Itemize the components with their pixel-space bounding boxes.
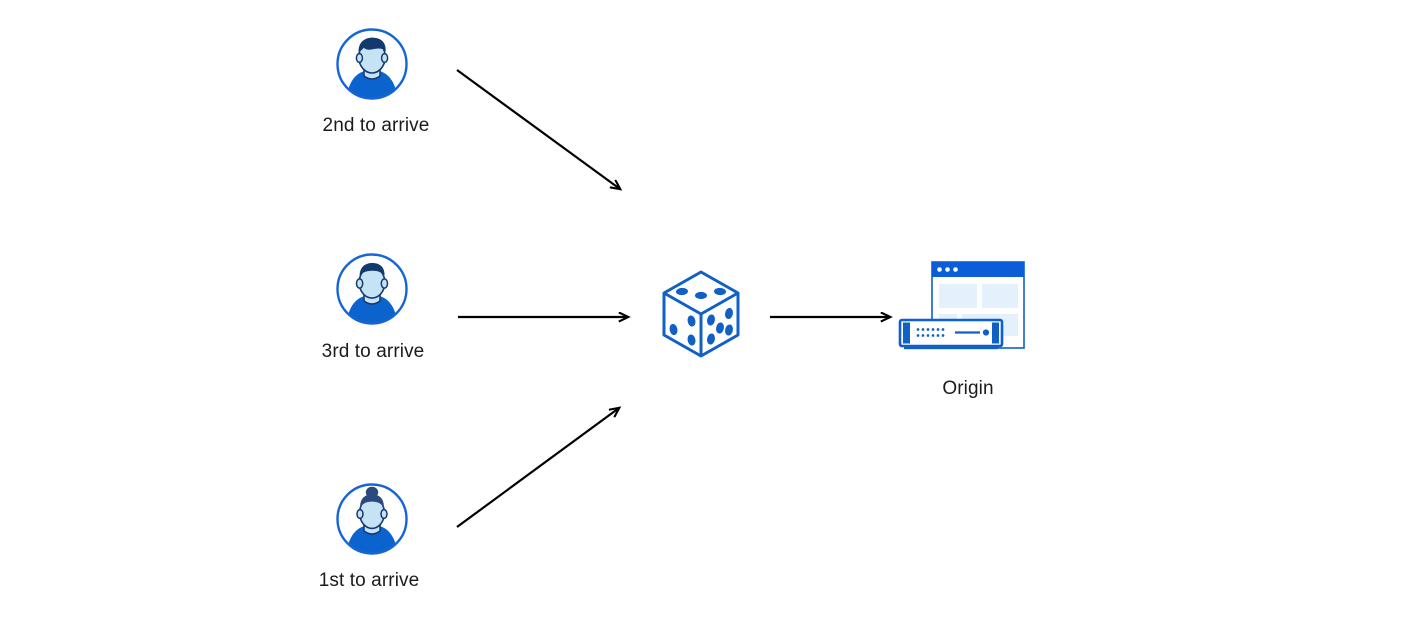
client-label-2nd: 2nd to arrive (322, 115, 430, 136)
dice-icon (662, 270, 740, 358)
client-label-1st: 1st to arrive (318, 570, 420, 591)
origin-server-icon (898, 261, 1025, 350)
origin-node[interactable] (896, 258, 1026, 363)
client-node-3rd[interactable] (334, 251, 410, 332)
client-node-2nd[interactable] (334, 26, 410, 107)
origin-label: Origin (942, 378, 994, 399)
router-device-icon (898, 318, 1004, 350)
user-avatar-icon (336, 253, 408, 325)
client-node-1st[interactable] (334, 481, 410, 562)
user-avatar-icon (336, 483, 408, 555)
client-label-3rd: 3rd to arrive (321, 341, 425, 362)
load-balancer-dice-node[interactable] (658, 268, 744, 365)
arrow-1st-to-dice (456, 408, 619, 528)
user-avatar-icon (336, 28, 408, 100)
